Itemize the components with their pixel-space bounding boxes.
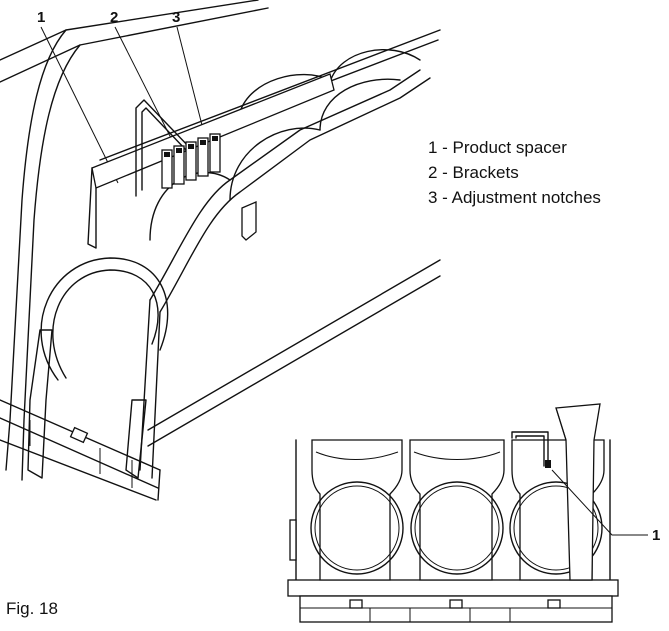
- lower-loop-left-inner: [52, 269, 159, 379]
- leader-3: [176, 26, 205, 134]
- front-upright-left: [27, 329, 53, 479]
- lower-rail-2: [147, 275, 441, 447]
- coil-1: [310, 481, 404, 575]
- front-product-spacer-fold: [555, 407, 567, 441]
- lower-loop-left: [40, 257, 169, 381]
- notch-slot-5: [212, 136, 218, 141]
- center-leg: [139, 299, 151, 471]
- legend: 1 - Product spacer 2 - Brackets 3 - Adju…: [428, 138, 601, 207]
- front-slot-2: [449, 599, 463, 609]
- chute-2: [409, 439, 505, 581]
- coil-segment-2: [229, 127, 321, 201]
- callout-2: 2: [110, 9, 118, 26]
- notch-1: [161, 149, 173, 189]
- center-leg-2: [151, 311, 161, 479]
- front-bracket: [511, 431, 549, 467]
- front-bracket-tip: [545, 460, 551, 468]
- bracket: [135, 99, 193, 197]
- front-base-mid: [0, 417, 159, 489]
- front-base-bottom: [0, 439, 157, 501]
- callout-3: 3: [172, 9, 180, 26]
- legend-item-1: 1 - Product spacer: [428, 138, 567, 157]
- base-slot: [69, 426, 89, 444]
- adjustment-notches: [161, 133, 221, 189]
- front-side-rail: [289, 519, 297, 561]
- coil-segment-3: [319, 78, 401, 131]
- notch-slot-1: [164, 152, 170, 157]
- left-side-frame-inner: [21, 44, 81, 481]
- front-bracket-inner: [515, 435, 545, 467]
- product-spacer-end: [87, 167, 97, 249]
- coil-3: [509, 481, 603, 575]
- notch-slot-4: [200, 140, 206, 145]
- top-callouts: 1 2 3: [37, 9, 205, 184]
- bracket-inner: [141, 107, 187, 191]
- coil-2-inner: [414, 485, 500, 571]
- coil-3-inner: [513, 485, 599, 571]
- callout-right-1: 1: [652, 527, 660, 544]
- notch-3: [185, 141, 197, 181]
- chute-1: [311, 439, 403, 581]
- center-upright-inner: [159, 77, 431, 313]
- figure-caption: Fig. 18: [6, 599, 58, 618]
- leader-right-1: [551, 469, 648, 536]
- front-base-rail: [287, 579, 619, 597]
- chute-2-lip: [413, 451, 501, 460]
- spacer-tab: [241, 201, 257, 241]
- coil-2: [410, 481, 504, 575]
- notch-5: [209, 133, 221, 173]
- coil-1-inner: [314, 485, 400, 571]
- front-upright-center: [125, 399, 147, 479]
- lower-rail-1: [147, 259, 441, 431]
- channel-top-edge: [99, 29, 441, 161]
- product-spacer-plate: [91, 73, 335, 189]
- leader-1: [40, 26, 119, 184]
- front-slot-1: [349, 599, 363, 609]
- coil-segment-5: [329, 48, 421, 83]
- notch-4: [197, 137, 209, 177]
- front-base-front: [157, 469, 161, 501]
- notch-2: [173, 145, 185, 185]
- notch-slot-3: [188, 144, 194, 149]
- perspective-tray: [0, 0, 441, 501]
- left-side-frame: [5, 29, 67, 471]
- legend-item-2: 2 - Brackets: [428, 163, 519, 182]
- notch-slot-2: [176, 148, 182, 153]
- callout-1: 1: [37, 9, 45, 26]
- front-slot-3: [547, 599, 561, 609]
- legend-item-3: 3 - Adjustment notches: [428, 188, 601, 207]
- chute-1-lip: [315, 451, 399, 460]
- front-view-tray: 1: [287, 403, 660, 623]
